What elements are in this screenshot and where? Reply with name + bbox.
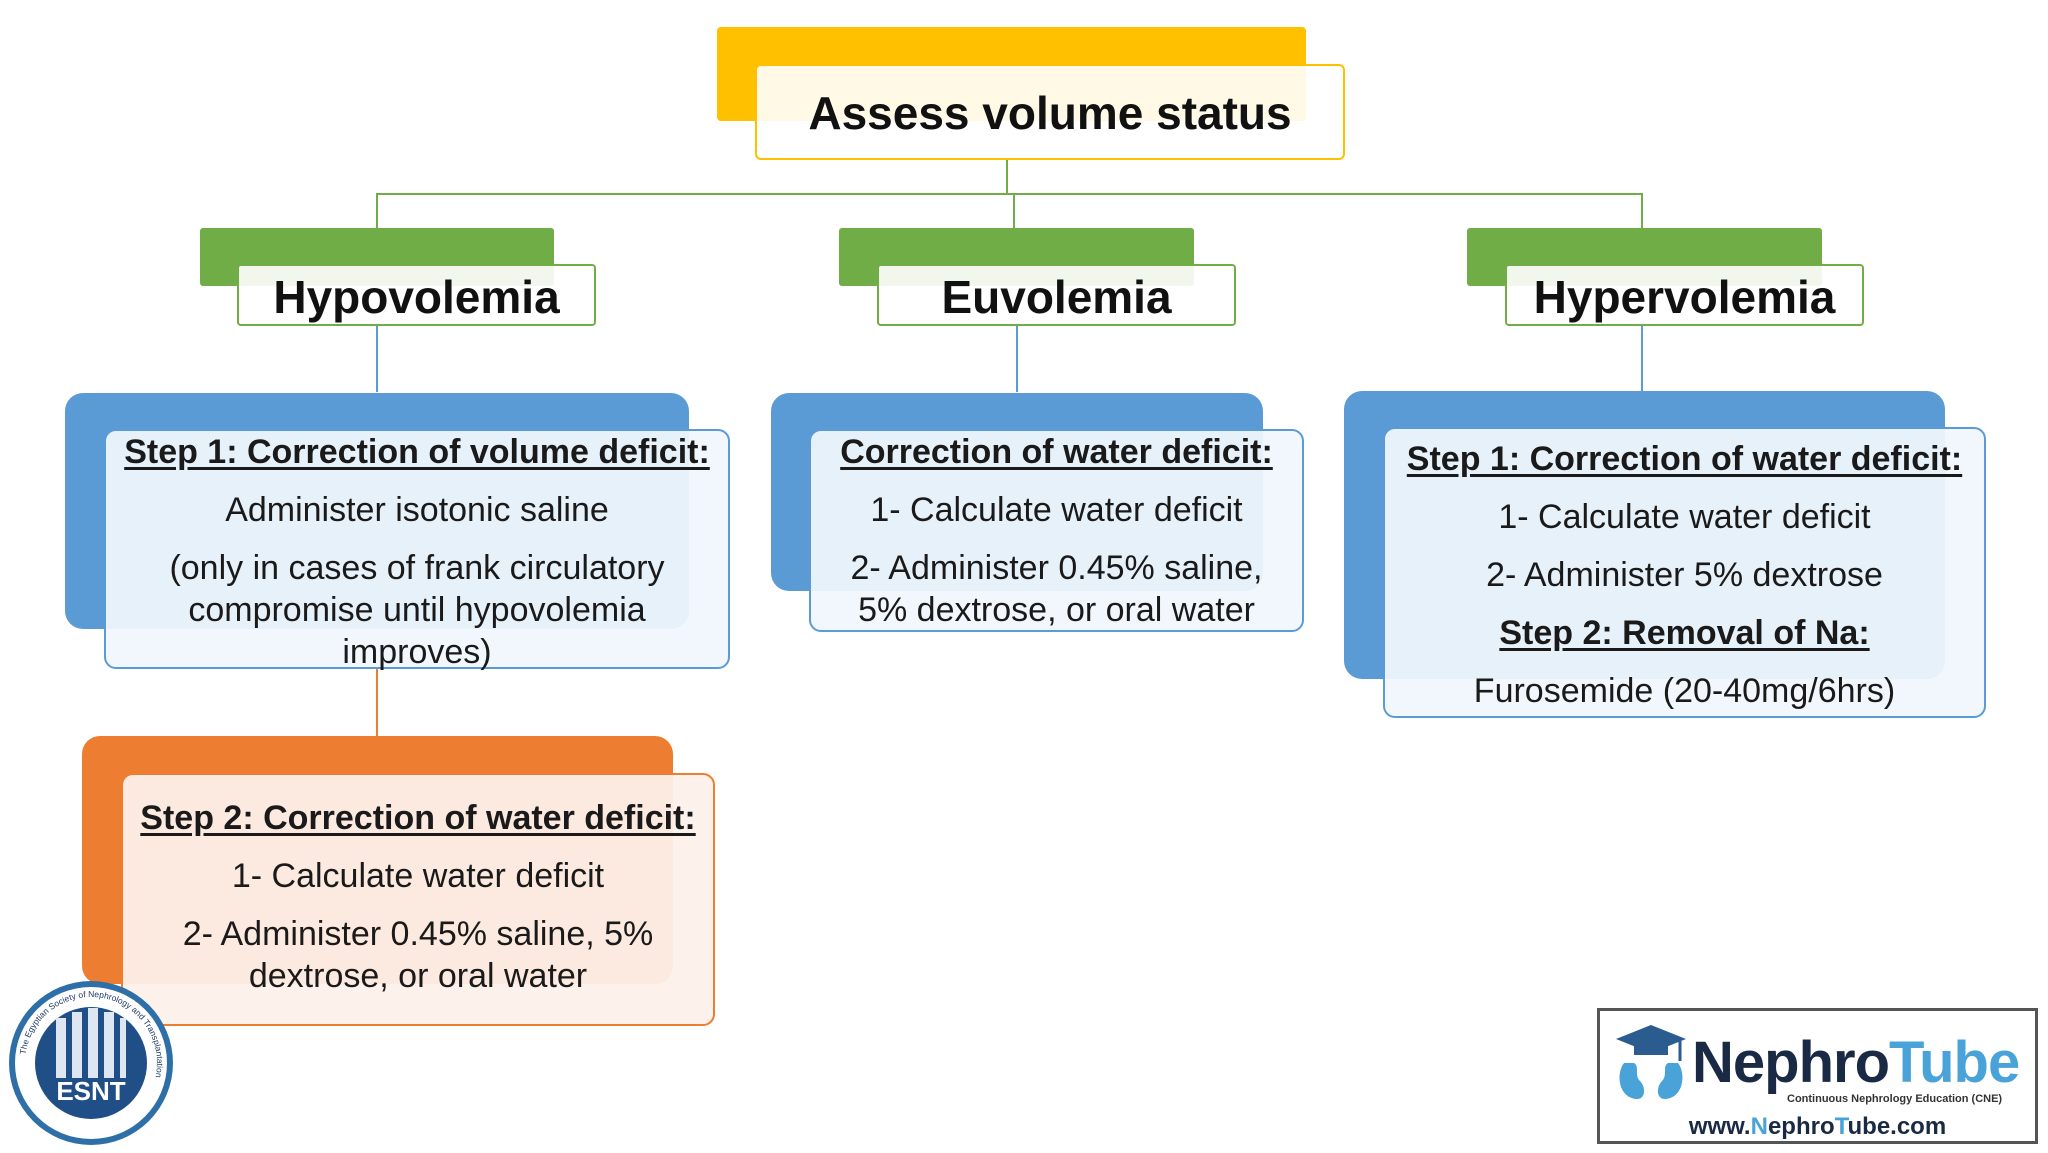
connector-hyper-down	[1641, 193, 1643, 229]
connector-hyper-to-box	[1641, 326, 1643, 392]
hypo-step2-heading: Step 2: Correction of water deficit:	[140, 799, 696, 837]
hypo-step1-box: Step 1: Correction of volume deficit: Ad…	[104, 429, 730, 671]
hypovolemia-node: Hypovolemia	[237, 264, 596, 326]
root-node: Assess volume status	[755, 64, 1345, 160]
hypo-step1-heading: Step 1: Correction of volume deficit:	[124, 433, 710, 471]
url-part-d: T	[1834, 1113, 1848, 1140]
nephrotube-logo: NephroTube Continuous Nephrology Educati…	[1597, 1008, 2038, 1144]
nephrotube-kidney-icon	[1616, 1025, 1686, 1100]
connector-eu-to-box	[1016, 326, 1018, 392]
nephrotube-url: www.NephroTube.com	[1600, 1113, 2035, 1141]
hypo-step2-box: Step 2: Correction of water deficit: 1- …	[121, 773, 715, 1026]
nephrotube-brand-a: Nephro	[1692, 1030, 1890, 1095]
hypo-step2-line3: dextrose, or oral water	[248, 957, 588, 995]
hypo-step1-line3: compromise until hypovolemia	[188, 591, 646, 629]
url-part-e: ube.com	[1847, 1113, 1947, 1140]
eu-box-heading: Correction of water deficit:	[840, 433, 1273, 471]
hypo-step1-line1: Administer isotonic saline	[225, 491, 609, 529]
euvolemia-title: Euvolemia	[941, 271, 1172, 323]
hyper-box-heading1: Step 1: Correction of water deficit:	[1406, 440, 1963, 478]
esnt-logo: ESNT The Egyptian Society of Nephrology …	[6, 978, 176, 1148]
hypo-step1-line4: improves)	[342, 633, 492, 671]
connector-root-down	[1006, 158, 1008, 194]
nephrotube-brand-b: Tube	[1889, 1030, 2020, 1095]
url-part-c: ephro	[1767, 1113, 1835, 1140]
connector-hypo-to-step1	[376, 326, 378, 392]
eu-box-line1: 1- Calculate water deficit	[870, 491, 1243, 529]
nephrotube-subtitle: Continuous Nephrology Education (CNE)	[1787, 1093, 2003, 1105]
connector-hypo-down	[376, 193, 378, 229]
connector-step1-to-step2	[376, 668, 378, 736]
hypo-step2-line1: 1- Calculate water deficit	[231, 857, 605, 895]
connector-eu-down	[1013, 193, 1015, 229]
euvolemia-node: Euvolemia	[877, 264, 1236, 326]
url-part-b: N	[1750, 1113, 1768, 1140]
hypervolemia-box: Step 1: Correction of water deficit: 1- …	[1383, 427, 1986, 718]
euvolemia-box: Correction of water deficit: 1- Calculat…	[809, 429, 1304, 632]
hyper-box-line1: 1- Calculate water deficit	[1498, 498, 1871, 536]
hypo-step1-line2: (only in cases of frank circulatory	[169, 549, 665, 587]
root-title: Assess volume status	[808, 87, 1292, 139]
eu-box-line2: 2- Administer 0.45% saline,	[850, 549, 1263, 587]
esnt-text: ESNT	[56, 1076, 125, 1106]
hypovolemia-title: Hypovolemia	[273, 271, 560, 323]
hyper-box-line2: 2- Administer 5% dextrose	[1486, 556, 1883, 594]
hypervolemia-title: Hypervolemia	[1533, 271, 1836, 323]
eu-box-line3: 5% dextrose, or oral water	[858, 591, 1255, 629]
url-part-a: www.	[1688, 1113, 1751, 1140]
hypervolemia-node: Hypervolemia	[1505, 264, 1864, 326]
nephrotube-brand: NephroTube	[1692, 1029, 2020, 1096]
hyper-box-heading2: Step 2: Removal of Na:	[1499, 614, 1870, 652]
connector-horizontal	[376, 193, 1642, 195]
hyper-box-line3: Furosemide (20-40mg/6hrs)	[1473, 672, 1896, 710]
hypo-step2-line2: 2- Administer 0.45% saline, 5%	[182, 915, 654, 953]
